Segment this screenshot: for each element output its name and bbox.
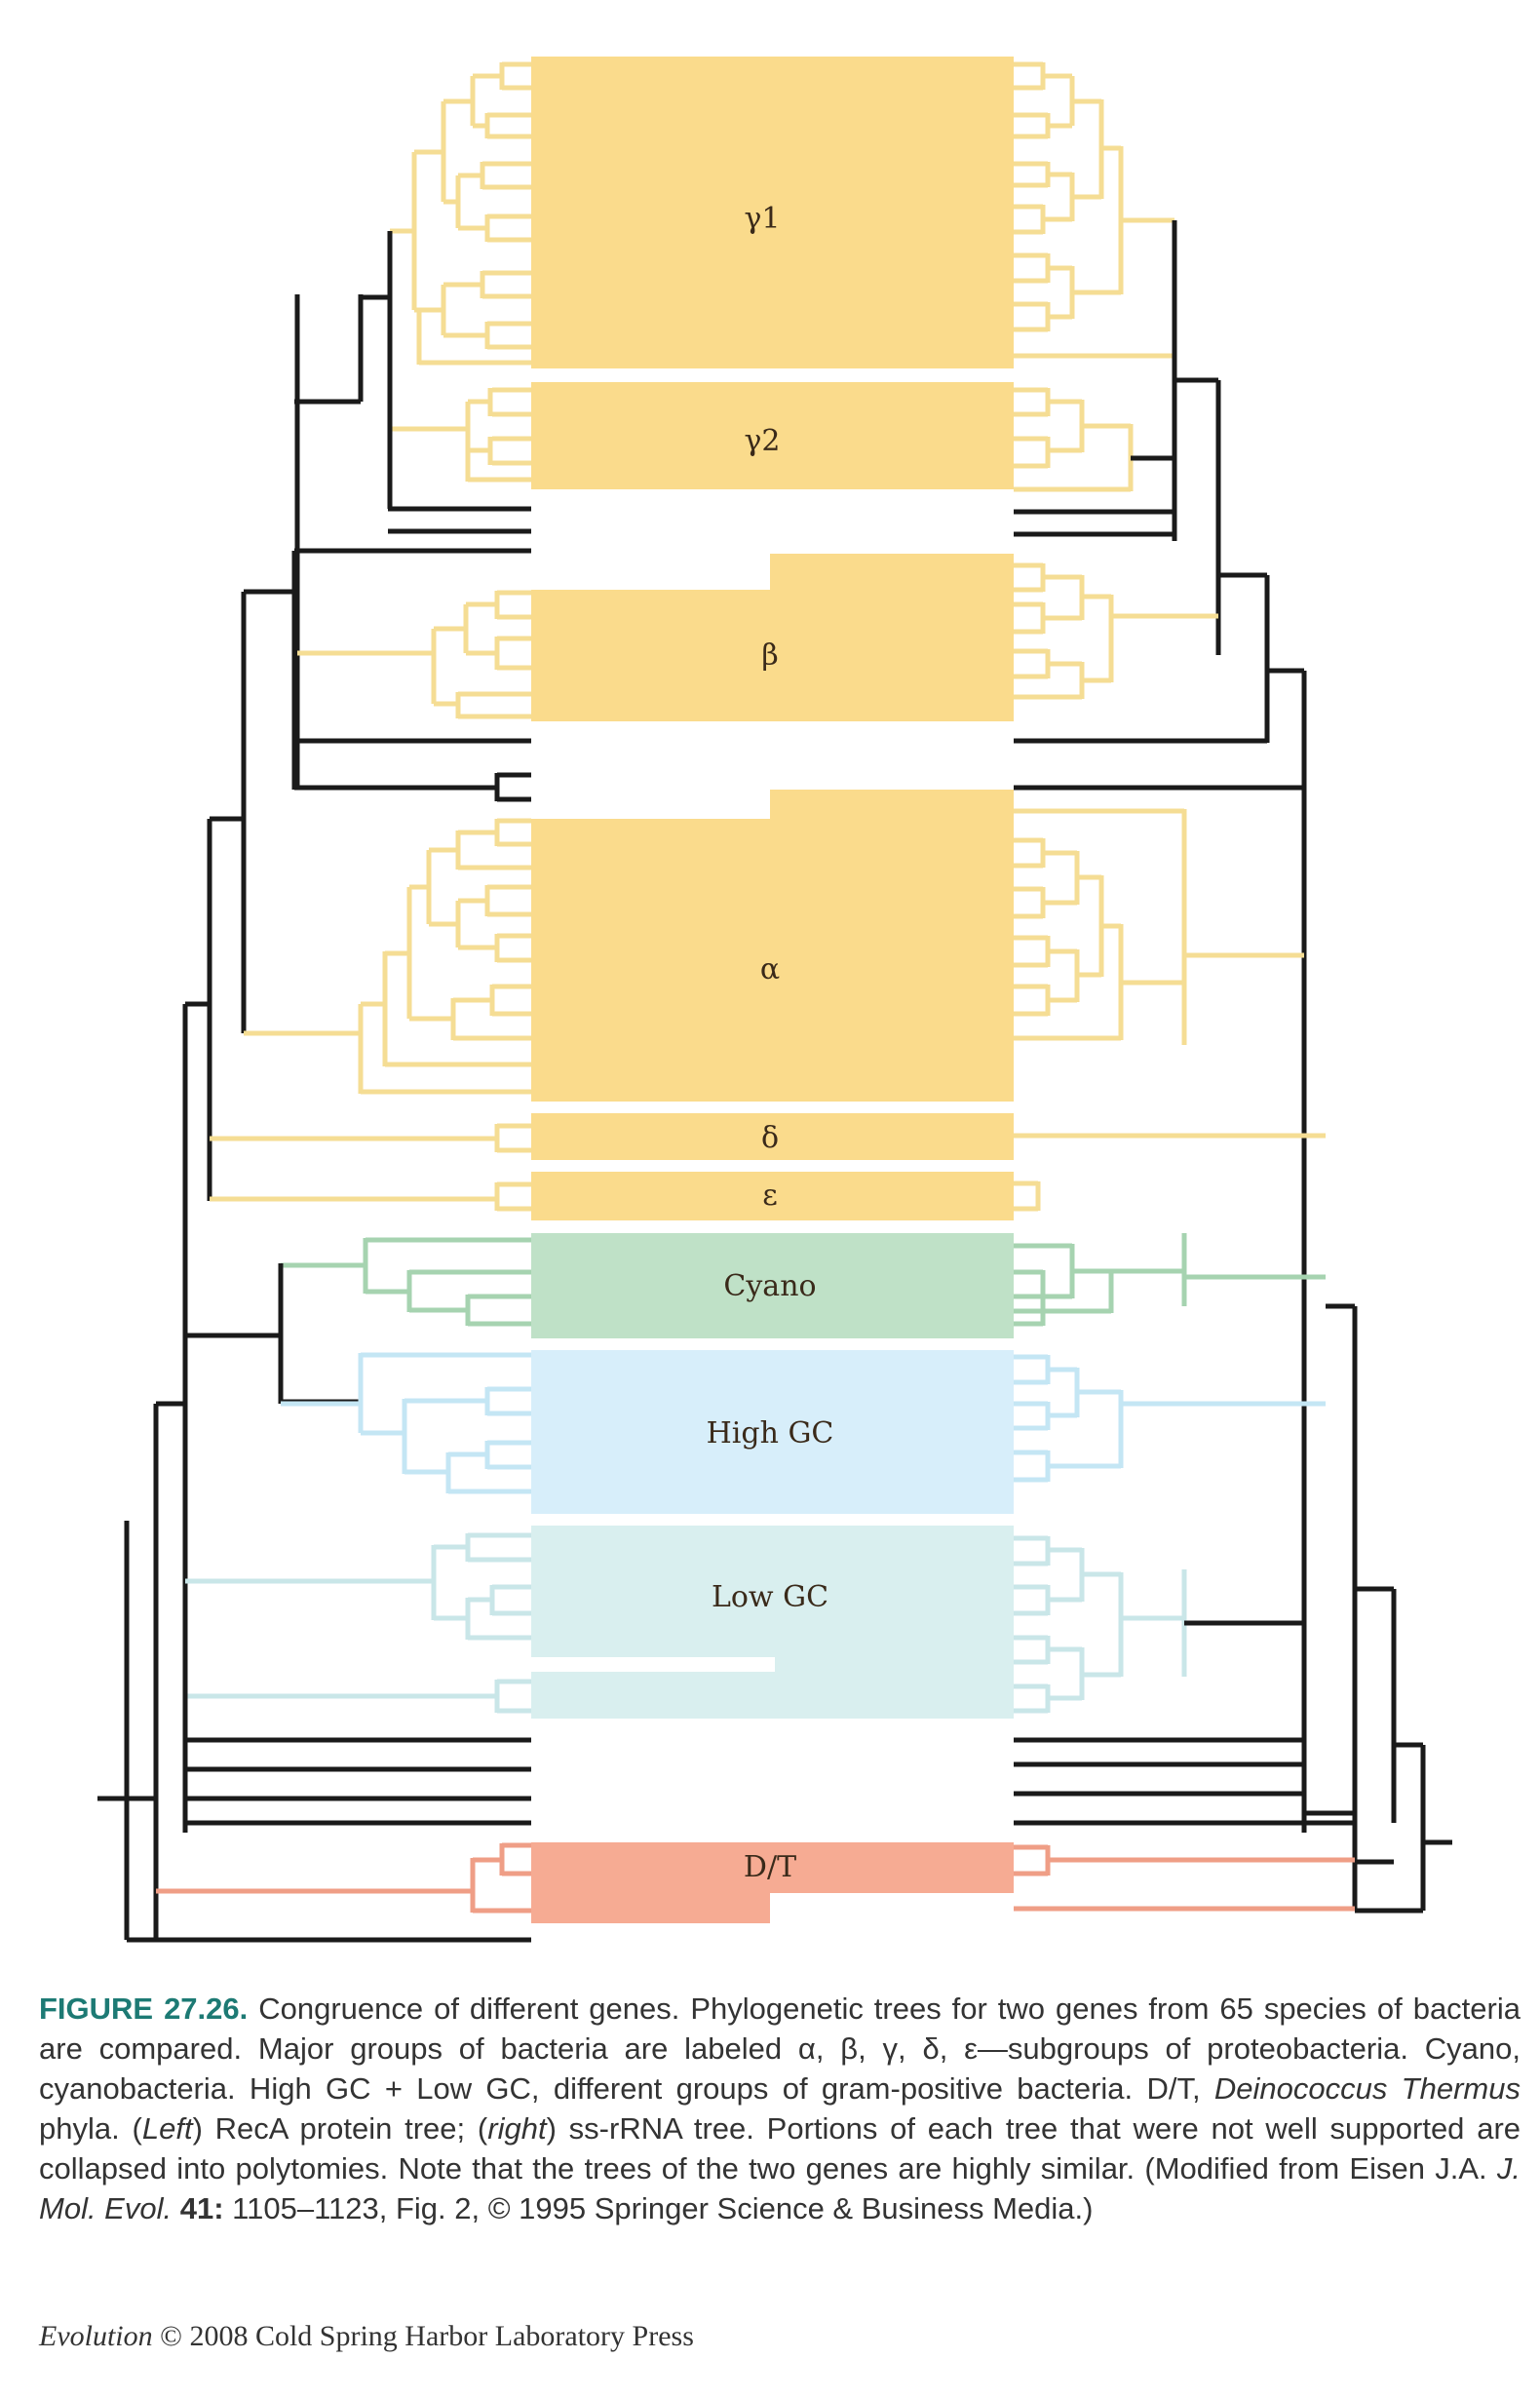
left-proteo-backbone xyxy=(182,816,244,1667)
left-cyano-branches xyxy=(281,1237,531,1327)
label-alpha: α xyxy=(760,952,780,986)
caption-text-part6: 1105–1123, Fig. 2, © 1995 Springer Scien… xyxy=(223,2191,1094,2225)
right-alpha-branches xyxy=(1014,808,1304,1045)
left-gamma2-branches xyxy=(390,387,531,483)
block-dt xyxy=(531,1842,1014,1923)
caption-volume: 41: xyxy=(179,2191,224,2225)
caption-text-part1: Congruence of different genes. Phylogene… xyxy=(39,1992,1521,2106)
group-blocks xyxy=(531,57,1014,1923)
caption-text-part4: ) ss-rRNA tree. Portions of each tree th… xyxy=(39,2111,1521,2185)
right-beta-backbone xyxy=(1014,668,1307,1316)
right-bottom-backbone xyxy=(1014,1586,1452,1914)
caption-text-part2: phyla. ( xyxy=(39,2111,142,2146)
block-highgc xyxy=(531,1350,1014,1514)
caption-figure-number: FIGURE 27.26. xyxy=(39,1992,249,2026)
right-dt-branches xyxy=(1014,1844,1355,1912)
block-beta xyxy=(531,554,1014,721)
phylogeny-figure: γ1 γ2 β α δ ε Cyano High GC Low GC D/T xyxy=(97,57,1452,1943)
left-lowgc-branches xyxy=(185,1532,531,1714)
left-beta-branches xyxy=(297,590,531,719)
block-delta xyxy=(531,1113,1014,1160)
left-tree xyxy=(97,61,531,1943)
right-delta-epsilon-branches xyxy=(1014,1133,1326,1212)
label-highgc: High GC xyxy=(707,1416,834,1450)
label-gamma1: γ1 xyxy=(744,202,780,236)
right-mid-backbone xyxy=(1301,1303,1358,1833)
left-cyano-highgc-backbone xyxy=(185,1263,361,1405)
label-delta: δ xyxy=(761,1121,779,1155)
label-cyano: Cyano xyxy=(723,1269,816,1303)
label-lowgc: Low GC xyxy=(712,1580,828,1614)
left-dt-branches xyxy=(156,1842,531,1914)
block-alpha xyxy=(531,790,1014,1102)
label-epsilon: ε xyxy=(762,1179,778,1213)
figure-caption: FIGURE 27.26. Congruence of different ge… xyxy=(39,1989,1521,2228)
block-gamma2 xyxy=(531,382,1014,489)
credit-text: © 2008 Cold Spring Harbor Laboratory Pre… xyxy=(152,2320,694,2352)
left-bottom-backbone xyxy=(97,1401,531,1943)
left-highgc-branches xyxy=(281,1352,531,1494)
left-gamma-backbone xyxy=(294,231,531,790)
block-gamma1 xyxy=(531,57,1014,368)
credit-book-title: Evolution xyxy=(39,2320,153,2352)
right-gamma1-branches xyxy=(1014,61,1174,359)
left-beta-backbone xyxy=(241,548,531,1033)
caption-right: right xyxy=(487,2111,547,2146)
right-lowgc-branches xyxy=(1014,1535,1187,1714)
right-highgc-branches xyxy=(1014,1354,1326,1483)
left-delta-epsilon-branches xyxy=(210,1123,531,1212)
block-lowgc xyxy=(531,1526,1014,1719)
block-cyano xyxy=(531,1233,1014,1338)
caption-left: Left xyxy=(141,2111,193,2146)
right-beta-branches xyxy=(1014,562,1218,700)
right-cyano-branches xyxy=(1014,1233,1326,1327)
caption-taxon: Deinococcus Thermus xyxy=(1213,2071,1521,2106)
label-beta: β xyxy=(761,638,778,673)
right-tree xyxy=(1014,61,1452,1914)
right-gamma-backbone xyxy=(1014,220,1270,700)
caption-text-part5 xyxy=(172,2191,180,2225)
block-epsilon xyxy=(531,1172,1014,1220)
caption-text-part3: ) RecA protein tree; ( xyxy=(192,2111,488,2146)
group-labels: γ1 γ2 β α δ ε Cyano High GC Low GC D/T xyxy=(707,202,834,1884)
label-gamma2: γ2 xyxy=(744,424,780,458)
left-gamma1-branches xyxy=(390,61,531,366)
right-gamma2-branches xyxy=(1014,387,1134,492)
left-alpha-branches xyxy=(244,818,531,1095)
publisher-credit: Evolution © 2008 Cold Spring Harbor Labo… xyxy=(39,2320,694,2353)
caption-journal: J. Mol. Evol. xyxy=(39,2151,1521,2225)
label-dt: D/T xyxy=(744,1850,796,1884)
